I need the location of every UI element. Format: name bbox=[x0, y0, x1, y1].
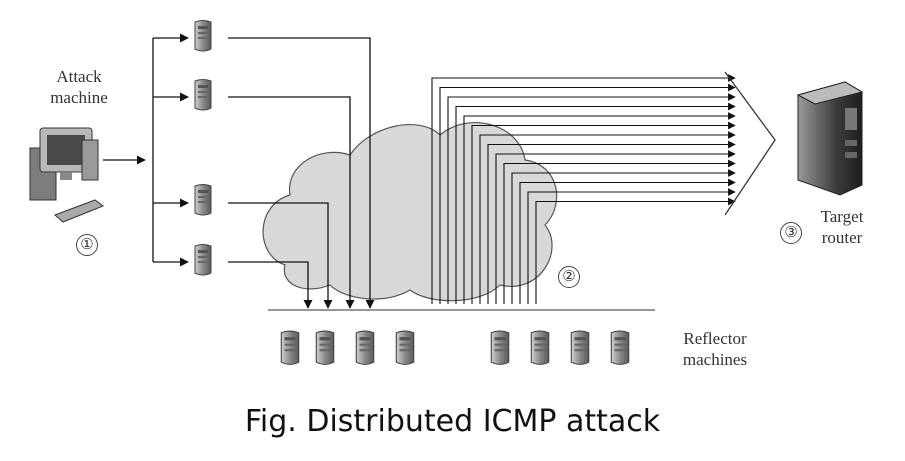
reflected-traffic-line bbox=[495, 150, 736, 304]
reflected-traffic-line bbox=[479, 131, 736, 304]
target-router-label: Target router bbox=[820, 207, 864, 247]
reflector-server-icon bbox=[490, 330, 510, 366]
reflected-traffic-line bbox=[527, 188, 736, 304]
reflector-machines-label: Reflector machines bbox=[682, 329, 748, 369]
zombie-server-icon bbox=[194, 243, 212, 276]
reflector-server-icon bbox=[355, 330, 375, 366]
reflected-traffic-line bbox=[535, 197, 736, 304]
internet-cloud bbox=[262, 121, 558, 302]
attack-machine-label: Attack machine bbox=[50, 67, 108, 107]
reflected-traffic-line bbox=[503, 159, 736, 304]
step-1-badge: ① bbox=[76, 234, 98, 256]
reflected-traffic-line bbox=[463, 112, 736, 304]
reflected-traffic-line bbox=[455, 102, 736, 304]
aggregate-arrow bbox=[724, 71, 776, 216]
zombie-server-icon bbox=[194, 183, 212, 216]
reflected-traffic-line bbox=[471, 121, 736, 304]
step-2-badge: ② bbox=[558, 266, 580, 288]
router-rack-icon bbox=[796, 81, 864, 196]
reflected-traffic-line bbox=[487, 140, 736, 304]
reflector-server-icon bbox=[395, 330, 415, 366]
reflector-server-icon bbox=[610, 330, 630, 366]
zombie-server-icon bbox=[194, 19, 212, 52]
step-3-badge: ③ bbox=[780, 222, 802, 244]
reflector-server-icon bbox=[280, 330, 300, 366]
zombie-server-icon bbox=[194, 78, 212, 111]
reflected-traffic-line bbox=[511, 169, 736, 304]
reflected-traffic-line bbox=[439, 83, 736, 304]
reflected-traffic-line bbox=[447, 93, 736, 304]
figure-caption: Fig. Distributed ICMP attack bbox=[244, 404, 661, 439]
reflector-server-icon bbox=[570, 330, 590, 366]
reflected-traffic-line bbox=[431, 74, 736, 304]
reflected-traffic-line bbox=[519, 178, 736, 304]
reflector-server-icon bbox=[530, 330, 550, 366]
desktop-computer-icon bbox=[29, 127, 105, 223]
reflector-server-icon bbox=[315, 330, 335, 366]
